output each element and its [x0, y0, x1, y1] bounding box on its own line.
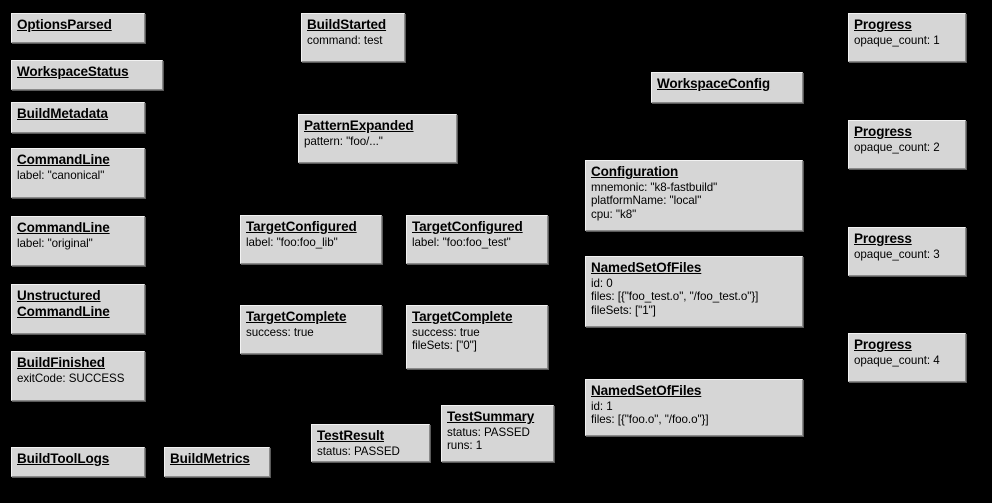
event-node-title: Progress: [854, 337, 912, 352]
event-node-field: success: true: [412, 325, 480, 339]
event-node-title: Progress: [854, 231, 912, 246]
event-node-field: label: "canonical": [17, 168, 105, 182]
event-node-title: BuildToolLogs: [17, 451, 110, 466]
event-node-field: opaque_count: 1: [854, 33, 940, 47]
event-node-field: files: [{"foo_test.o", "/foo_test.o"}]: [591, 290, 759, 304]
event-node-field: command: test: [307, 33, 383, 47]
event-node-title: TargetConfigured: [412, 219, 523, 234]
event-node-field: exitCode: SUCCESS: [17, 371, 125, 385]
event-node-field: status: PASSED: [317, 444, 400, 458]
event-node-field: cpu: "k8": [591, 207, 637, 221]
event-node-title: Progress: [854, 17, 912, 32]
event-node-title: Progress: [854, 124, 912, 139]
event-node-unstructured-command-line[interactable]: Unstructured CommandLine: [11, 284, 145, 334]
event-node-field: status: PASSED: [447, 425, 530, 439]
event-node-field: opaque_count: 2: [854, 140, 940, 154]
event-node-title: BuildMetadata: [17, 106, 108, 121]
event-node-workspace-status[interactable]: WorkspaceStatus: [11, 60, 163, 90]
event-node-field: opaque_count: 3: [854, 247, 940, 261]
event-node-title: TargetConfigured: [246, 219, 357, 234]
event-node-build-metrics[interactable]: BuildMetrics: [164, 447, 270, 477]
event-node-field: fileSets: ["1"]: [591, 303, 656, 317]
event-node-title: TestSummary: [447, 409, 535, 424]
event-node-field: id: 0: [591, 276, 613, 290]
event-node-title: Configuration: [591, 164, 679, 179]
event-node-title: OptionsParsed: [17, 17, 112, 32]
event-node-title: TargetComplete: [412, 309, 513, 324]
event-node-workspace-config[interactable]: WorkspaceConfig: [651, 72, 803, 103]
event-node-field: success: true: [246, 325, 314, 339]
event-node-field: label: "original": [17, 236, 93, 250]
event-node-field: runs: 1: [447, 439, 483, 453]
event-node-title: BuildFinished: [17, 355, 105, 370]
event-node-title: NamedSetOfFiles: [591, 260, 702, 275]
event-node-options-parsed[interactable]: OptionsParsed: [11, 13, 145, 43]
event-node-field: label: "foo:foo_test": [412, 235, 511, 249]
event-node-field: opaque_count: 4: [854, 353, 940, 367]
event-node-title: NamedSetOfFiles: [591, 383, 702, 398]
event-node-field: id: 1: [591, 399, 613, 413]
event-node-title: CommandLine: [17, 220, 110, 235]
event-node-title: PatternExpanded: [304, 118, 414, 133]
event-node-build-tool-logs[interactable]: BuildToolLogs: [11, 447, 145, 477]
event-node-field: label: "foo:foo_lib": [246, 235, 338, 249]
event-node-title: TestResult: [317, 428, 385, 443]
event-node-title: BuildStarted: [307, 17, 387, 32]
event-node-title: Unstructured CommandLine: [17, 288, 110, 319]
event-node-build-metadata[interactable]: BuildMetadata: [11, 102, 145, 133]
event-node-field: pattern: "foo/...": [304, 134, 383, 148]
event-node-title: WorkspaceConfig: [657, 76, 771, 91]
event-node-field: files: [{"foo.o", "/foo.o"}]: [591, 413, 709, 427]
event-node-title: WorkspaceStatus: [17, 64, 129, 79]
event-node-title: BuildMetrics: [170, 451, 250, 466]
event-node-title: CommandLine: [17, 152, 110, 167]
event-node-field: platformName: "local": [591, 194, 702, 208]
event-node-field: mnemonic: "k8-fastbuild": [591, 180, 718, 194]
event-node-title: TargetComplete: [246, 309, 347, 324]
event-node-field: fileSets: ["0"]: [412, 339, 477, 353]
